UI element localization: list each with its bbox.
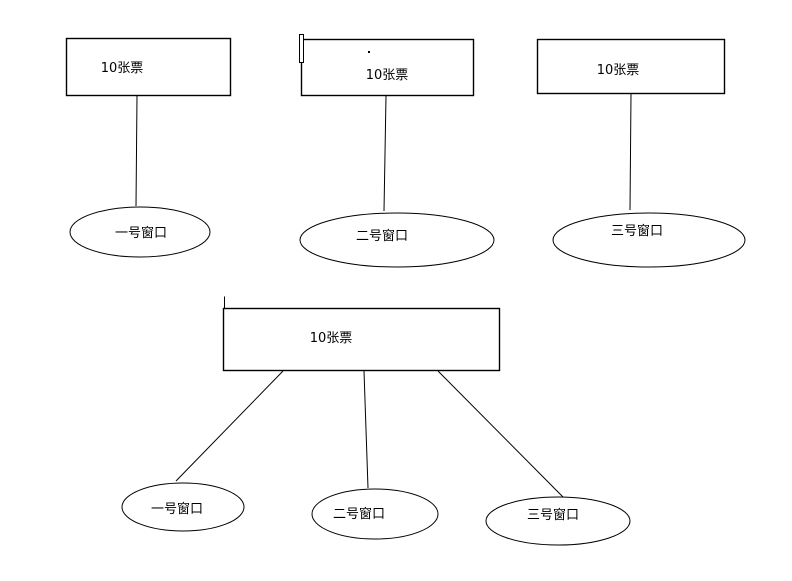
ticket-box-3 xyxy=(536,38,726,95)
window-ellipse-2 xyxy=(299,212,495,268)
top-pair-3: 10张票 三号窗口 xyxy=(536,38,746,268)
top-pair-2: 10张票 二号窗口 xyxy=(299,34,495,268)
ticket-box-3-label: 10张票 xyxy=(597,63,640,78)
connector-shared-window2 xyxy=(363,370,369,489)
window-ellipse-b3 xyxy=(485,496,631,546)
connector-shared-window3 xyxy=(437,370,564,498)
corner-tick-artifact-box2 xyxy=(299,34,304,63)
window-ellipse-3 xyxy=(552,212,746,268)
window-ellipse-b3-label: 三号窗口 xyxy=(527,507,579,523)
connector-box3-window3 xyxy=(629,93,632,211)
window-ellipse-3-label: 三号窗口 xyxy=(611,223,663,239)
top-pair-1: 10张票 一号窗口 xyxy=(65,37,232,258)
window-ellipse-1-label: 一号窗口 xyxy=(115,225,167,241)
connector-shared-window1 xyxy=(175,370,284,482)
window-ellipse-b2-label: 二号窗口 xyxy=(333,506,385,522)
window-ellipse-b1 xyxy=(121,482,245,532)
ticket-box-2-label: 10张票 xyxy=(366,68,409,83)
window-ellipse-b2 xyxy=(311,488,439,540)
connector-box2-window2 xyxy=(383,95,387,212)
ticket-box-2 xyxy=(300,38,475,97)
stray-dot-artifact xyxy=(368,51,370,53)
bottom-group: 10张票 一号窗口 二号窗口 三号窗口 xyxy=(121,296,631,546)
connector-box1-window1 xyxy=(135,95,138,207)
ticket-box-1-label: 10张票 xyxy=(101,61,144,76)
window-ellipse-b1-label: 一号窗口 xyxy=(151,501,203,517)
ticket-box-1 xyxy=(65,37,232,97)
ticket-box-shared xyxy=(222,307,501,372)
window-ellipse-2-label: 二号窗口 xyxy=(356,228,408,244)
ticket-box-shared-label: 10张票 xyxy=(310,331,353,346)
window-ellipse-1 xyxy=(69,206,211,258)
